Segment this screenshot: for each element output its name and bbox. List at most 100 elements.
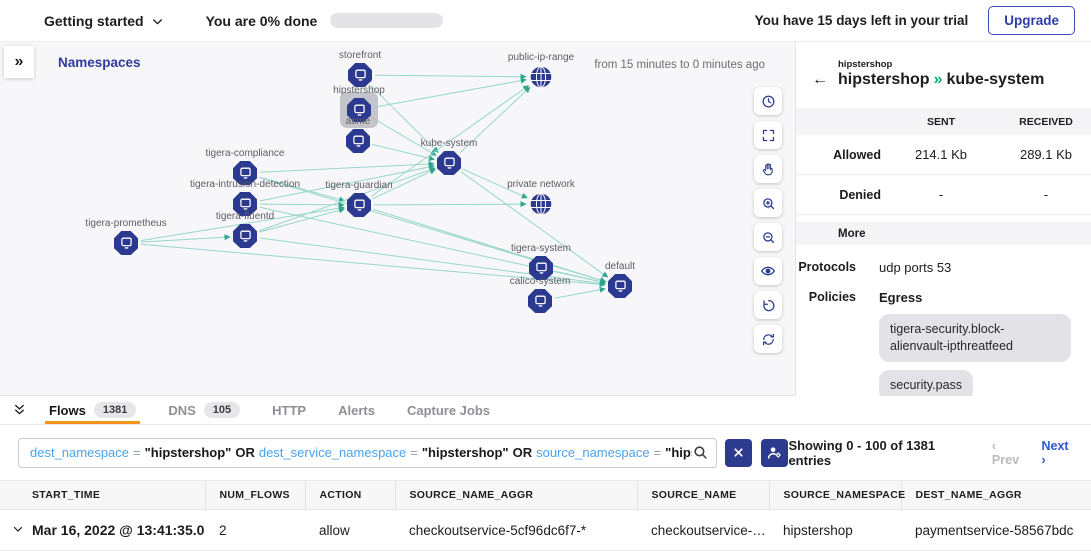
- query-field: dest_namespace: [30, 445, 130, 460]
- collapse-panel-button[interactable]: [12, 403, 27, 418]
- pan-button[interactable]: [754, 155, 782, 183]
- query-op: =: [410, 445, 418, 460]
- fit-screen-button[interactable]: [754, 121, 782, 149]
- undo-button[interactable]: [754, 291, 782, 319]
- traffic-header: SENT RECEIVED: [796, 108, 1091, 135]
- next-page-button[interactable]: Next ›: [1041, 438, 1069, 467]
- graph-node-label: default: [604, 261, 636, 272]
- prev-page-button[interactable]: ‹ Prev: [991, 438, 1020, 467]
- graph-node-label: storefront: [338, 50, 382, 61]
- double-chevron-down-icon: [15, 404, 24, 414]
- traffic-received-value: -: [1043, 187, 1049, 202]
- graph-node-label: tigera-system: [510, 243, 572, 254]
- graph-node-hipstershop[interactable]: [347, 98, 371, 122]
- policies-label: Policies: [808, 290, 856, 304]
- namespace-icon: [441, 155, 458, 172]
- graph-node-calico-system[interactable]: [528, 289, 552, 313]
- getting-started-menu[interactable]: Getting started: [44, 13, 164, 29]
- query-field: dest_service_namespace: [258, 445, 407, 460]
- context-label: hipstershop: [838, 59, 893, 70]
- expand-sidebar-button[interactable]: »: [4, 46, 34, 78]
- visibility-button[interactable]: [754, 257, 782, 285]
- globe-icon: [528, 64, 554, 90]
- namespace-icon: [352, 67, 369, 84]
- graph-node-storefront[interactable]: [348, 63, 372, 87]
- query-value: "hipstershop": [421, 445, 509, 460]
- zoom-in-button[interactable]: [754, 189, 782, 217]
- double-chevron-right-icon: »: [14, 53, 24, 70]
- edge-source: hipstershop: [838, 71, 930, 88]
- filter-settings-button[interactable]: [761, 438, 789, 467]
- query-bool: OR: [512, 445, 533, 460]
- tab-alerts[interactable]: Alerts: [338, 396, 375, 424]
- back-arrow-icon[interactable]: ←: [812, 71, 828, 88]
- top-bar: Getting started You are 0% done You have…: [0, 0, 1091, 42]
- column-header-start_time[interactable]: START_TIME: [28, 480, 205, 510]
- row-expand-chevron-icon[interactable]: [12, 523, 24, 535]
- cell-source_name: checkoutservice-…: [637, 509, 769, 551]
- refresh-button[interactable]: [754, 325, 782, 353]
- policy-pill[interactable]: tigera-security.block-alienvault-ipthrea…: [879, 314, 1071, 362]
- graph-node-default[interactable]: [608, 274, 632, 298]
- tab-label: DNS: [168, 402, 196, 418]
- pagination: ‹ Prev Next ›: [992, 439, 1075, 467]
- query-field: source_namespace: [536, 445, 650, 460]
- trial-countdown: You have 15 days left in your trial: [754, 13, 969, 28]
- traffic-received-value: 289.1 Kb: [1019, 147, 1073, 162]
- graph-node-tigera-guardian[interactable]: [347, 193, 371, 217]
- flow-details-panel: hipstershop ← hipstershop»kube-system SE…: [795, 42, 1091, 396]
- zoom-out-button[interactable]: [754, 223, 782, 251]
- graph-node-tigera-intrusion-detection[interactable]: [233, 192, 257, 216]
- graph-node-tigera-compliance[interactable]: [233, 161, 257, 185]
- graph-node-private-network[interactable]: [528, 191, 554, 217]
- graph-node-kube-system[interactable]: [437, 151, 461, 175]
- column-header-dest_name_aggr[interactable]: DEST_NAME_AGGR: [900, 480, 1091, 510]
- undo-icon: [761, 298, 776, 313]
- namespace-icon: [351, 197, 368, 214]
- column-header-source_name_aggr[interactable]: SOURCE_NAME_AGGR: [394, 480, 637, 510]
- graph-node-label: tigera-guardian: [325, 180, 393, 191]
- graph-node-label: private network: [507, 179, 575, 190]
- traffic-row: Allowed 214.1 Kb 289.1 Kb: [796, 135, 1091, 175]
- column-header-source_name[interactable]: SOURCE_NAME: [636, 480, 769, 510]
- traffic-row-label: Allowed: [833, 147, 881, 162]
- column-header-num_flows[interactable]: NUM_FLOWS: [204, 480, 305, 510]
- clear-filter-button[interactable]: [725, 438, 753, 467]
- tab-capture-jobs[interactable]: Capture Jobs: [407, 396, 490, 424]
- edge-title: hipstershop»kube-system: [838, 71, 1044, 89]
- more-section-header[interactable]: More: [796, 222, 1091, 245]
- tab-http[interactable]: HTTP: [272, 396, 306, 424]
- graph-node-tigera-prometheus[interactable]: [114, 231, 138, 255]
- search-icon: [694, 446, 707, 459]
- namespace-icon: [351, 102, 368, 119]
- time-range-button[interactable]: [754, 87, 782, 115]
- tab-count-badge: 1381: [93, 402, 137, 418]
- graph-node-label: calico-system: [509, 276, 571, 287]
- graph-toolbar: [754, 87, 782, 353]
- namespace-icon: [533, 260, 550, 277]
- graph-node-acme[interactable]: [346, 129, 370, 153]
- policies-direction: Egress: [879, 290, 923, 305]
- edge-direction-icon: »: [933, 71, 943, 88]
- upgrade-button[interactable]: Upgrade: [988, 6, 1075, 35]
- graph-node-label: hipstershop: [333, 85, 385, 96]
- column-header-action[interactable]: ACTION: [304, 480, 395, 510]
- graph-node-public-ip-range[interactable]: [528, 64, 554, 90]
- globe-icon: [528, 191, 554, 217]
- graph-node-tigera-fluentd[interactable]: [233, 224, 257, 248]
- policy-pill[interactable]: security.pass: [879, 369, 974, 396]
- expand-icon: [761, 128, 776, 143]
- query-value: "hipstershop": [144, 445, 232, 460]
- namespace-icon: [237, 165, 254, 182]
- column-header-source_namespace[interactable]: SOURCE_NAMESPACE: [768, 480, 905, 510]
- graph-node-tigera-system[interactable]: [529, 256, 553, 280]
